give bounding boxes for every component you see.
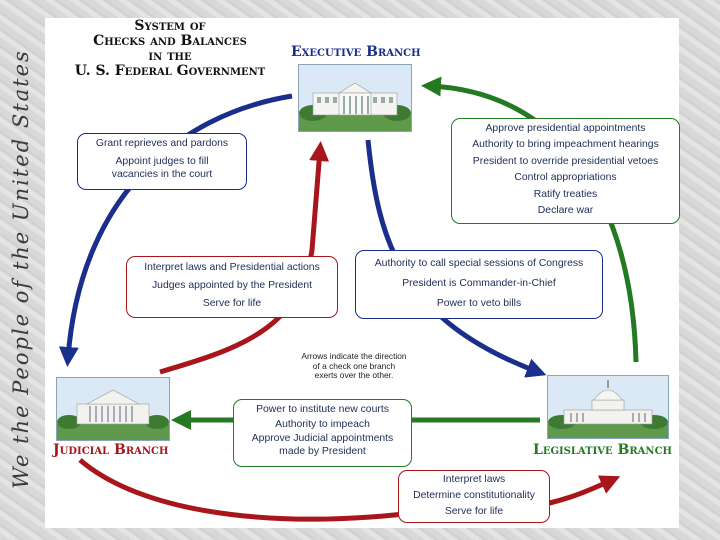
check-text: Grant reprieves and pardons — [95, 138, 229, 149]
executive-checks-legislative-box: Authority to call special sessions of Co… — [355, 250, 603, 319]
check-text: vacancies in the court — [111, 169, 213, 180]
check-text: Appoint judges to fill — [115, 156, 209, 167]
check-text: Authority to impeach — [275, 419, 370, 430]
title-line-3: in the — [148, 48, 192, 64]
capitol-image — [547, 375, 669, 439]
check-text: Interpret laws and Presidential actions — [144, 262, 320, 273]
title-line-2: Checks and Balances — [93, 33, 247, 49]
note-line: exerts over the other. — [314, 370, 394, 380]
supreme-court-icon — [57, 378, 169, 440]
check-text: Serve for life — [444, 506, 504, 517]
diagram-title: System of Checks and Balances in the U. … — [70, 19, 270, 79]
judicial-branch-label: Judicial Branch — [53, 442, 169, 458]
capitol-icon — [548, 376, 668, 438]
check-text: President is Commander-in-Chief — [402, 278, 556, 289]
check-text: Ratify treaties — [533, 188, 598, 200]
check-text: Power to institute new courts — [256, 404, 389, 415]
note-line: of a check one branch — [312, 360, 396, 371]
check-text: Power to veto bills — [436, 298, 522, 309]
check-text: Serve for life — [202, 298, 262, 309]
title-line-4: U. S. Federal Government — [74, 63, 266, 79]
title-line-1: System of — [134, 18, 206, 34]
white-house-icon — [299, 65, 411, 131]
judicial-checks-executive-box: Interpret laws and Presidential actions … — [126, 256, 338, 318]
check-text: President to override presidential vetoe… — [472, 155, 659, 167]
white-house-image — [298, 64, 412, 132]
supreme-court-image — [56, 377, 170, 441]
check-text: Approve Judicial appointments — [251, 433, 394, 444]
executive-branch-label: Executive Branch — [291, 44, 421, 60]
check-text: Judges appointed by the President — [151, 280, 312, 291]
check-text: Declare war — [537, 205, 594, 217]
check-text: Interpret laws — [442, 474, 506, 485]
arrow-judicial-to-legislative — [78, 458, 621, 522]
executive-checks-judicial-box: Grant reprieves and pardons Appoint judg… — [77, 133, 247, 190]
check-text: Approve presidential appointments — [485, 123, 646, 134]
check-text: Authority to call special sessions of Co… — [374, 258, 584, 269]
check-text: Determine constitutionality — [413, 490, 535, 501]
check-text: Authority to bring impeachment hearings — [472, 139, 659, 151]
arrow-legend-note: Arrows indicate the direction of a check… — [281, 351, 427, 381]
legislative-checks-executive-box: Approve presidential appointments Author… — [451, 118, 680, 224]
judicial-checks-legislative-box: Interpret laws Determine constitutionali… — [398, 470, 550, 523]
legislative-branch-label: Legislative Branch — [533, 442, 672, 458]
legislative-checks-judicial-box: Power to institute new courts Authority … — [233, 399, 412, 467]
note-line: Arrows indicate the direction — [301, 351, 407, 361]
check-text: Control appropriations — [514, 172, 617, 184]
check-text: made by President — [279, 446, 366, 457]
